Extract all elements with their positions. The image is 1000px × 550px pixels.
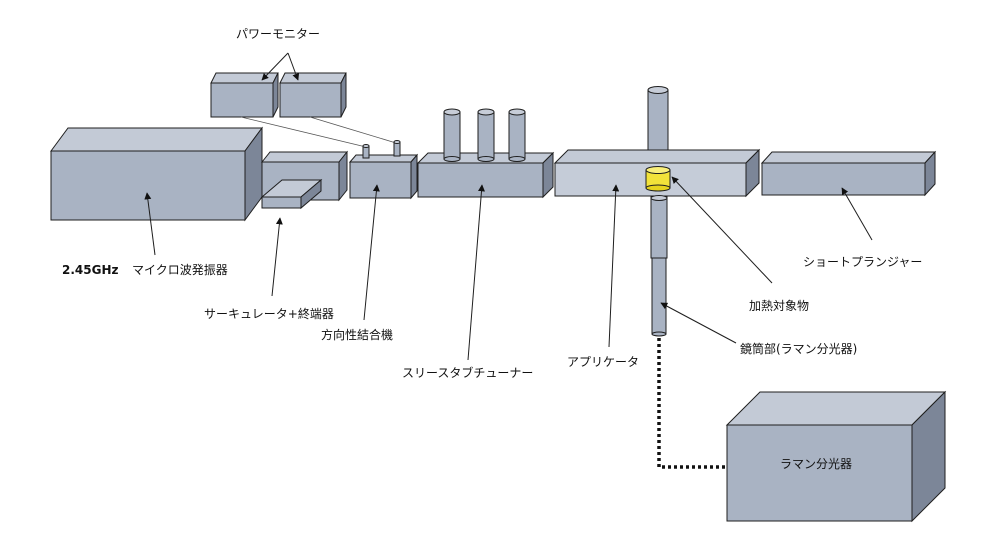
label-raman-spectrometer: ラマン分光器	[780, 457, 852, 471]
arrow-circulator	[271, 217, 283, 297]
arrow-power-monitor-right	[287, 52, 300, 81]
label-oscillator: マイクロ波発振器	[132, 263, 228, 277]
raman-spectrometer-box	[725, 390, 947, 523]
power-monitor-right	[279, 72, 347, 118]
label-coupler: 方向性結合機	[321, 327, 393, 342]
short-plunger	[760, 150, 937, 197]
label-tuner: スリースタブチューナー	[402, 365, 533, 380]
label-short-plunger: ショートプランジャー	[803, 255, 922, 269]
lens-tube	[650, 195, 668, 337]
label-power-monitor: パワーモニター	[236, 27, 320, 41]
arrow-heated-object	[671, 176, 773, 284]
monitor-cable-2	[309, 116, 397, 144]
heated-sample	[645, 166, 671, 192]
microwave-oscillator	[50, 126, 263, 222]
arrow-tuner	[467, 184, 485, 361]
label-circulator: サーキュレータ+終端器	[204, 306, 334, 321]
tuner-stub-2	[477, 108, 495, 162]
tuner-stub-1	[443, 108, 461, 162]
arrow-short-plunger	[841, 187, 873, 241]
label-heated-object: 加熱対象物	[749, 299, 809, 313]
power-monitor-left	[210, 72, 279, 118]
label-applicator: アプリケータ	[567, 355, 639, 369]
arrow-power-monitor-left	[261, 52, 289, 81]
directional-coupler	[348, 153, 419, 200]
arrow-oscillator	[144, 192, 156, 256]
monitor-cable-1	[240, 116, 367, 148]
tuner-stub-3	[508, 108, 526, 162]
upper-tube	[647, 86, 669, 157]
arrow-applicator	[608, 184, 620, 348]
coupler-port-2	[393, 140, 401, 157]
coupler-port-1	[362, 144, 370, 159]
label-frequency: 2.45GHz	[62, 263, 119, 277]
arrow-lens-tube	[660, 302, 737, 344]
optical-fiber	[657, 338, 727, 469]
arrow-coupler	[363, 184, 380, 321]
label-lens-tube: 鏡筒部(ラマン分光器)	[740, 341, 857, 356]
terminator	[260, 178, 323, 210]
